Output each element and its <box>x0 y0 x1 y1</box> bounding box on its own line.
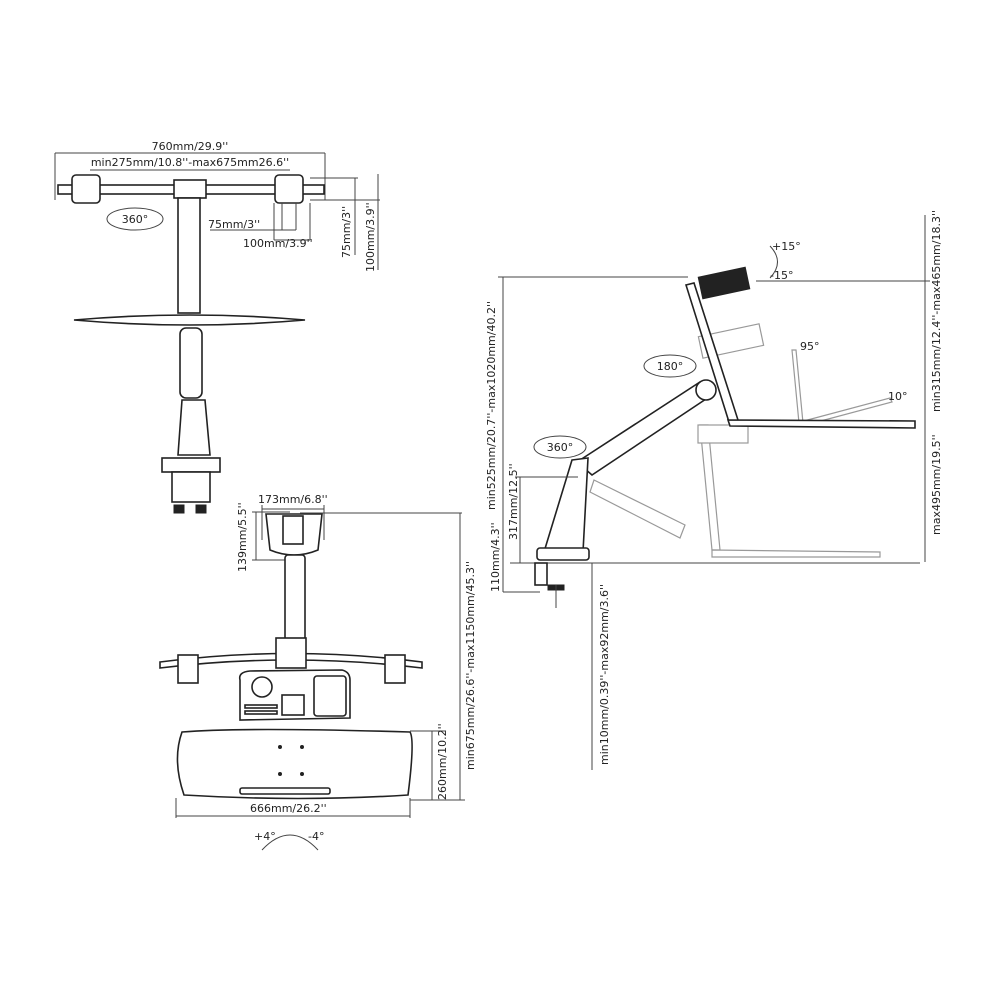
lower-arm <box>542 457 589 553</box>
rotation-indicator <box>106 207 164 231</box>
center-hub <box>173 179 207 199</box>
tray-width-label: 666mm/26.2'' <box>250 802 327 815</box>
total-height-range-label: min525mm/20.7''-max1020mm/40.2'' <box>485 301 498 510</box>
clamp-range-label: min10mm/0.39''-max92mm/3.6'' <box>598 584 611 765</box>
swivel-360-label: 360° <box>547 441 574 454</box>
overall-width-label: 760mm/29.9'' <box>152 140 229 153</box>
top-view: 760mm/29.9'' min275mm/10.8''-max675mm26.… <box>54 140 380 514</box>
tray-depth-label: 260mm/10.2'' <box>436 723 449 800</box>
upper-arm <box>575 380 714 477</box>
front-crossbar <box>159 652 423 669</box>
bracket-width-label: 173mm/6.8'' <box>258 493 328 506</box>
vesa-plate-right <box>274 174 304 204</box>
pole-height-label: 317mm/12.5'' <box>507 463 520 540</box>
arm-range-label: min275mm/10.8''-max675mm26.6'' <box>91 156 289 169</box>
top-pole <box>177 197 201 314</box>
front-pole <box>284 554 306 641</box>
keyboard-tray-top <box>73 314 306 326</box>
tilt-plus-side-label: +15° <box>772 240 801 253</box>
tray-tilt-label: 10° <box>888 390 908 403</box>
tilt-plus-label: +4° <box>254 830 276 843</box>
vesa-large-v-label: 100mm/3.9'' <box>364 202 377 272</box>
tilt-minus-label: -4° <box>308 830 324 843</box>
tilt-minus-side-label: -15° <box>770 269 793 282</box>
swivel-180-label: 180° <box>657 360 684 373</box>
top-arm <box>179 327 203 399</box>
laptop-angle-label: 95° <box>800 340 820 353</box>
laptop-tray-side <box>726 419 916 429</box>
vesa-small-h-label: 75mm/3'' <box>208 218 260 231</box>
side-view: +15° -15° min315mm/12.4''-max465mm/18.3'… <box>485 210 943 770</box>
rotation-label: 360° <box>122 213 149 226</box>
bracket-height-label: 139mm/5.5'' <box>236 502 249 572</box>
height-range-label: min675mm/26.6''-max1150mm/45.3'' <box>464 561 477 770</box>
vesa-large-h-label: 100mm/3.9'' <box>243 237 313 250</box>
monitor-plate <box>697 266 751 300</box>
monitor-height-range-label: min315mm/12.4''-max465mm/18.3'' <box>930 210 943 412</box>
vesa-plate-left <box>71 174 101 204</box>
base-height-label: 110mm/4.3'' <box>489 522 502 592</box>
keyboard-tray-front <box>176 728 413 800</box>
vesa-small-v-label: 75mm/3'' <box>340 206 353 258</box>
max-reach-label: max495mm/19.5'' <box>930 434 943 535</box>
front-view: 173mm/6.8'' 139mm/5.5'' min675mm/26.6''-… <box>159 493 477 851</box>
